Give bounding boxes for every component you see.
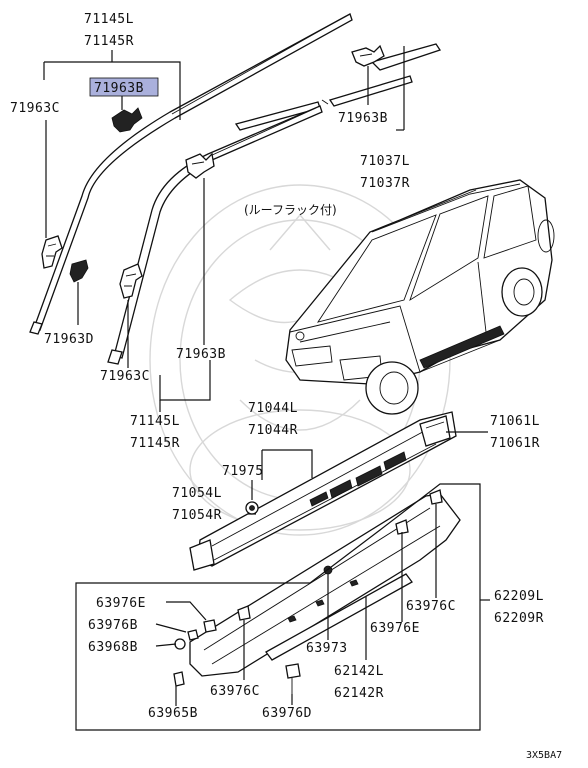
leader-lines-upper (43, 46, 405, 412)
label-62209r: 62209R (494, 611, 544, 626)
label-63976d: 63976D (262, 706, 312, 721)
clip-71963b-mid (185, 152, 215, 179)
label-71963d: 71963D (44, 332, 94, 347)
vehicle-illustration (285, 179, 555, 415)
side-garnish-71044 (189, 411, 457, 571)
label-71054l: 71054L (172, 486, 222, 501)
leader-lines-lower (75, 483, 490, 731)
label-63973: 63973 (306, 641, 348, 656)
callout-labels: 71145L 71145R 71963B 71963C 71963B 71037… (10, 12, 562, 761)
label-62209l: 62209L (494, 589, 544, 604)
clip-71963d (69, 259, 89, 325)
roof-moulding-lower (107, 105, 323, 365)
drawing-code: 3X5BA7 (526, 750, 562, 761)
label-71061r: 71061R (490, 436, 540, 451)
leader-lines-middle (248, 431, 488, 515)
label-71037l: 71037L (360, 154, 410, 169)
label-63976b: 63976B (88, 618, 138, 633)
label-71963c-top: 71963C (10, 101, 60, 116)
clip-71963b-right (351, 44, 385, 105)
label-71975: 71975 (222, 464, 264, 479)
label-63976e-right: 63976E (370, 621, 420, 636)
label-62142l: 62142L (334, 664, 384, 679)
label-71044l: 71044L (248, 401, 298, 416)
clip-71975 (245, 480, 259, 515)
label-71061l: 71061L (490, 414, 540, 429)
label-71963c-mid: 71963C (100, 369, 150, 384)
label-63965b: 63965B (148, 706, 198, 721)
label-71963b-mid: 71963B (176, 347, 226, 362)
label-71145r-top: 71145R (84, 34, 134, 49)
clip-71963c-top (41, 235, 63, 269)
label-71145l-top: 71145L (84, 12, 134, 27)
clip-71963b-top (111, 96, 143, 133)
label-71145l-bottom: 71145L (130, 414, 180, 429)
label-71145r-bottom: 71145R (130, 436, 180, 451)
label-63976c-bottom: 63976C (210, 684, 260, 699)
roof-rack-note: (ルーフラック付) (244, 203, 337, 217)
label-71963b-right: 71963B (338, 111, 388, 126)
label-71963b-highlighted: 71963B (94, 81, 144, 96)
label-63976e-left: 63976E (96, 596, 146, 611)
label-63968b: 63968B (88, 640, 138, 655)
label-62142r: 62142R (334, 686, 384, 701)
roof-moulding-upper (29, 13, 353, 335)
clip-71963c-mid (119, 263, 143, 299)
label-63976c-right: 63976C (406, 599, 456, 614)
label-71044r: 71044R (248, 423, 298, 438)
highlight-box (89, 77, 159, 97)
label-71054r: 71054R (172, 508, 222, 523)
label-71037r: 71037R (360, 176, 410, 191)
